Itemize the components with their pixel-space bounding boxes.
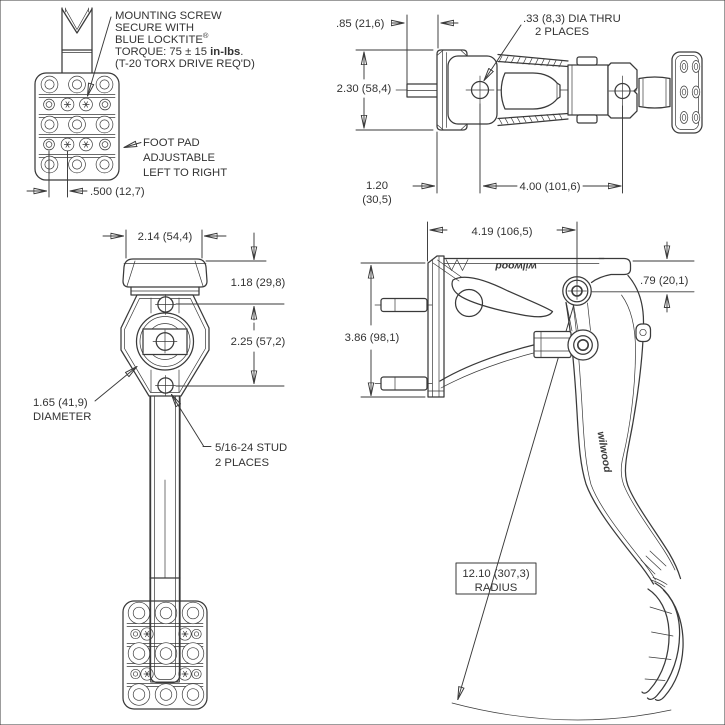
mounting-screw-note-line5: (T-20 TORX DRIVE REQ'D) <box>115 58 255 70</box>
pushrod <box>533 330 572 359</box>
dimension-screw-spacing: .500 (12,7) <box>26 150 145 198</box>
mounting-screw-note-line3: BLUE LOCKTITE® <box>115 31 209 46</box>
foot-pad-plate <box>34 72 120 181</box>
pedal-shaft-top <box>61 7 93 74</box>
pedal-arm: wilwood <box>565 274 682 585</box>
hole-note-line2: 2 PLACES <box>535 26 589 38</box>
dimension-pad-overhang: .85 (21,6) <box>336 14 459 85</box>
radius-callout: 12.10 (307,3) RADIUS <box>455 562 537 595</box>
arm-ear-tab <box>635 323 652 343</box>
mounting-bracket: wilwood <box>374 255 632 398</box>
dimension-pedal-width: 2.14 (54,4) <box>102 229 227 259</box>
dimension-pad-width-top: 2.30 (58,4) <box>337 49 434 131</box>
stud-note-line2: 2 PLACES <box>215 457 269 469</box>
dim-face-to-hole-line1: 1.20 <box>366 180 388 192</box>
dimension-bracket-height: 3.86 (98,1) <box>345 262 426 398</box>
pivot-boss-circle <box>135 312 195 371</box>
lower-mount-stud <box>380 376 428 391</box>
pedal-side-view: wilwood wilwood <box>345 221 695 721</box>
foot-pad-note-line3: LEFT TO RIGHT <box>143 167 227 179</box>
dim-top-to-stud-label: 1.18 (29,8) <box>231 277 286 289</box>
dimension-top-to-stud: 1.18 (29,8) <box>175 232 286 321</box>
boss-diameter-callout: 1.65 (41,9) DIAMETER <box>33 365 138 423</box>
mounting-screw-note-line2: SECURE WITH <box>115 22 194 34</box>
bracket-lightening-hole <box>454 288 484 318</box>
upper-mount-stud <box>380 297 428 313</box>
dimension-face-to-hole: 1.20 (30,5) <box>362 103 623 206</box>
pivot-housing-hex <box>120 294 210 397</box>
radius-line <box>457 293 578 701</box>
mounting-screw-note-line4: TORQUE: 75 ± 15 in-lbs. <box>115 46 243 58</box>
bracket-brand-logo: wilwood <box>495 260 537 272</box>
dim-pad-overhang-label: .85 (21,6) <box>336 18 385 30</box>
pedal-front-view: 2.14 (54,4) 1.18 (29,8) 2.25 (57,2) 1.65… <box>33 229 287 710</box>
boss-note-line2: DIAMETER <box>33 411 91 423</box>
top-view-body <box>406 49 703 134</box>
dim-bracket-depth-label: 4.19 (106,5) <box>472 226 533 238</box>
travel-arc <box>451 702 672 721</box>
foot-pad-leader <box>123 140 142 149</box>
stud-callout: 5/16-24 STUD 2 PLACES <box>170 393 287 469</box>
dimension-pivot-drop: .79 (20,1) <box>591 241 695 313</box>
dim-face-to-hole-line2: (30,5) <box>362 194 392 206</box>
pedal-pad-side <box>641 577 684 701</box>
dim-pedal-width-label: 2.14 (54,4) <box>138 231 193 243</box>
mounting-screw-leader <box>86 16 112 97</box>
dim-bracket-height-label: 3.86 (98,1) <box>345 332 400 344</box>
dimension-stud-span: 2.25 (57,2) <box>175 322 286 387</box>
mounting-screw-note-line1: MOUNTING SCREW <box>115 10 222 22</box>
mounting-screw-callout: MOUNTING SCREW SECURE WITH BLUE LOCKTITE… <box>86 10 255 97</box>
top-view: .85 (21,6) 2.30 (58,4) .33 (8,3) DIA THR… <box>336 13 703 206</box>
foot-pad-note-line1: FOOT PAD <box>143 137 200 149</box>
dim-stud-span-label: 2.25 (57,2) <box>231 336 286 348</box>
foot-pad-callout: FOOT PAD ADJUSTABLE LEFT TO RIGHT <box>123 137 227 179</box>
pedal-shaft-front <box>149 395 181 684</box>
dimension-hole-span: 4.00 (101,6) <box>482 181 622 193</box>
arm-brand-logo: wilwood <box>594 431 613 474</box>
dim-hole-span-label: 4.00 (101,6) <box>520 181 581 193</box>
footpad-front-view: MOUNTING SCREW SECURE WITH BLUE LOCKTITE… <box>26 7 255 198</box>
bottom-foot-pad <box>122 600 208 710</box>
boss-note-line1: 1.65 (41,9) <box>33 397 88 409</box>
boss-diameter-leader <box>94 365 138 402</box>
pushrod-pivot-boss <box>567 329 599 361</box>
pedal-cap <box>122 258 208 296</box>
radius-note-line2: RADIUS <box>475 582 518 594</box>
stud-note-line1: 5/16-24 STUD <box>215 442 287 454</box>
radius-note-line1: 12.10 (307,3) <box>462 568 529 580</box>
stud-callout-leader <box>170 393 204 447</box>
flange-slots <box>679 60 701 124</box>
dim-pad-width-top-label: 2.30 (58,4) <box>337 83 392 95</box>
dim-screw-spacing-label: .500 (12,7) <box>90 186 145 198</box>
foot-pad-note-line2: ADJUSTABLE <box>143 152 215 164</box>
hole-note-line1: .33 (8,3) DIA THRU <box>523 13 621 25</box>
hole-diameter-callout: .33 (8,3) DIA THRU 2 PLACES <box>483 13 621 82</box>
dim-pivot-drop-label: .79 (20,1) <box>640 275 689 287</box>
hole-callout-leader <box>483 24 522 82</box>
dimension-bracket-depth: 4.19 (106,5) <box>427 221 578 284</box>
